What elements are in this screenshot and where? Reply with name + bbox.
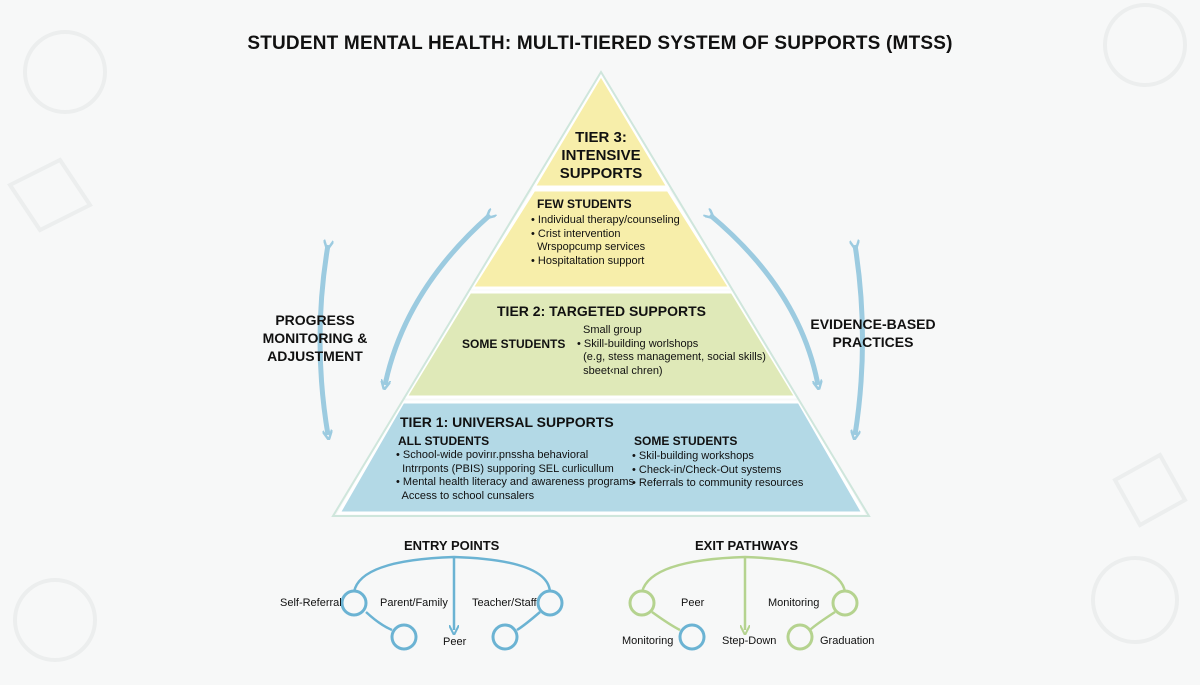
exit-pathways-heading: EXIT PATHWAYS xyxy=(695,538,799,553)
left-inner-arrow xyxy=(385,215,490,385)
exit-node-monitoring-bottom xyxy=(678,623,706,651)
entry-node-self-referral xyxy=(340,589,368,617)
evidence-based-label: EVIDENCE-BASED PRACTICES xyxy=(810,316,936,350)
right-inner-arrow xyxy=(710,215,818,385)
tier3-group-label: FEW STUDENTS xyxy=(537,197,632,211)
entry-label-teacher-staff: Teacher/Staff xyxy=(472,597,537,609)
exit-node-peer xyxy=(628,589,656,617)
background-doodle-icons xyxy=(7,3,1188,662)
tier3-item: Wrspopcump services xyxy=(531,241,646,253)
tier1-left-item: • Mental health literacy and awareness p… xyxy=(396,476,635,488)
exit-label-monitoring-top: Monitoring xyxy=(768,597,820,609)
exit-node-monitoring-top xyxy=(831,589,859,617)
exit-label-monitoring-bottom: Monitoring xyxy=(622,635,674,647)
tier1-right-item: • Check-in/Check-Out systems xyxy=(632,463,782,476)
tier1-right-item: • Skil-building workshops xyxy=(632,450,754,462)
tier3-section xyxy=(531,72,671,189)
tier2-list: Small group • Skill-building worlshops (… xyxy=(577,324,766,378)
exit-label-peer: Peer xyxy=(681,597,705,609)
page-title: STUDENT MENTAL HEALTH: MULTI-TIERED SYST… xyxy=(247,33,953,54)
left-outer-arrow xyxy=(317,245,328,435)
tier2-heading: TIER 2: TARGETED SUPPORTS xyxy=(497,303,706,319)
tier3-list: • Individual therapy/counseling • Crist … xyxy=(531,214,680,268)
tier2-item: (e.g, stess management, social skills) xyxy=(577,351,766,363)
tier2-group-label: SOME STUDENTS xyxy=(462,337,566,351)
exit-network xyxy=(628,555,859,651)
right-outer-arrow xyxy=(855,245,865,435)
tier2-item: • Skill-building worlshops xyxy=(577,337,699,350)
entry-node-peer xyxy=(491,623,519,651)
tier1-right-item: • Referrals to community resources xyxy=(632,477,804,489)
tier3-item: • Crist intervention xyxy=(531,227,621,240)
entry-node-parent xyxy=(390,623,418,651)
tier3-item: • Hospitaltation support xyxy=(531,254,645,267)
tier2-item: Small group xyxy=(583,324,642,336)
tier1-right-list: • Skil-building workshops • Check-in/Che… xyxy=(632,450,803,491)
entry-label-parent-family: Parent/Family xyxy=(380,597,448,609)
entry-network xyxy=(340,555,564,651)
tier3-item: • Individual therapy/counseling xyxy=(531,214,680,226)
tier1-right-group-label: SOME STUDENTS xyxy=(634,434,738,448)
tier3-heading: TIER 3: INTENSIVE SUPPORTS xyxy=(559,129,643,182)
tier1-heading: TIER 1: UNIVERSAL SUPPORTS xyxy=(400,414,614,430)
entry-label-peer: Peer xyxy=(443,636,467,648)
entry-points-heading: ENTRY POINTS xyxy=(404,538,500,553)
progress-monitoring-label: PROGRESS MONITORING & ADJUSTMENT xyxy=(262,312,368,364)
entry-label-self-referral: Self-Referral xyxy=(280,597,342,609)
tier1-section xyxy=(336,400,866,515)
tier1-left-item: Intrrponts (PBIS) supporing SEL curlicul… xyxy=(396,462,614,475)
tier1-left-item: • School-wide povirır.pnssha behavioral xyxy=(396,449,589,461)
tier2-item: sbeet‹nal chren) xyxy=(577,364,663,377)
entry-node-teacher-staff xyxy=(536,589,564,617)
exit-node-graduation xyxy=(786,623,814,651)
tier1-left-item: Access to school cunsalers xyxy=(396,489,535,502)
exit-label-step-down: Step-Down xyxy=(722,635,777,647)
tier1-left-group-label: ALL STUDENTS xyxy=(398,434,490,448)
tier1-left-list: • School-wide povirır.pnssha behavioral … xyxy=(396,449,634,503)
exit-label-graduation: Graduation xyxy=(820,635,875,647)
